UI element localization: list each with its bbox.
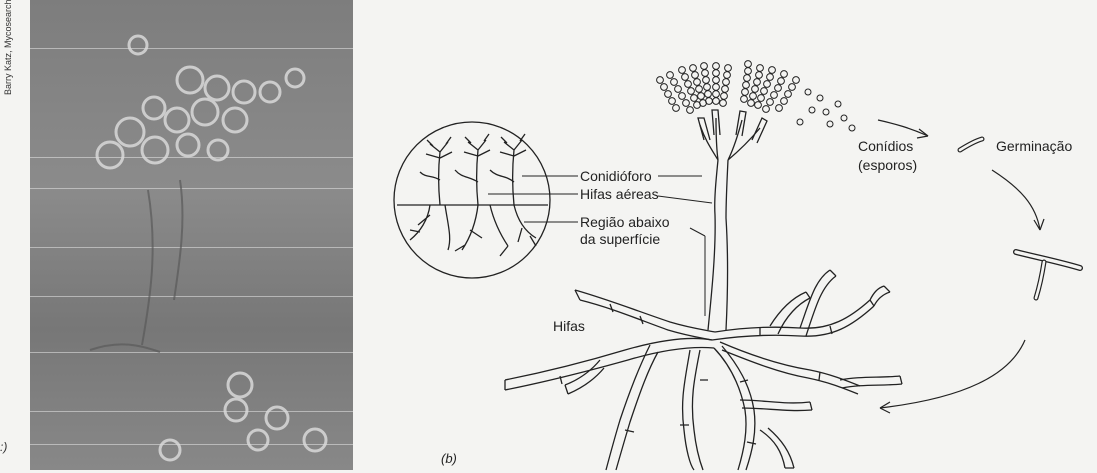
part-b-label: (b) [441, 451, 457, 466]
conidia-chains [657, 61, 855, 131]
label-regiao-line1: Região abaixo [580, 214, 670, 231]
label-regiao-line2: da superfície [580, 231, 660, 248]
label-germinacao: Germinação [996, 138, 1072, 155]
label-hifas-aereas: Hifas aéreas [580, 186, 659, 203]
hyphae-network [505, 270, 902, 470]
label-conidios-line2: (esporos) [858, 157, 917, 174]
conidiophore-stalks [698, 110, 767, 330]
label-conidioforo: Conidióforo [580, 168, 652, 185]
label-conidios-line1: Conídios [858, 138, 913, 155]
label-hifas: Hifas [553, 318, 585, 335]
inset-colony-circle [394, 122, 550, 278]
